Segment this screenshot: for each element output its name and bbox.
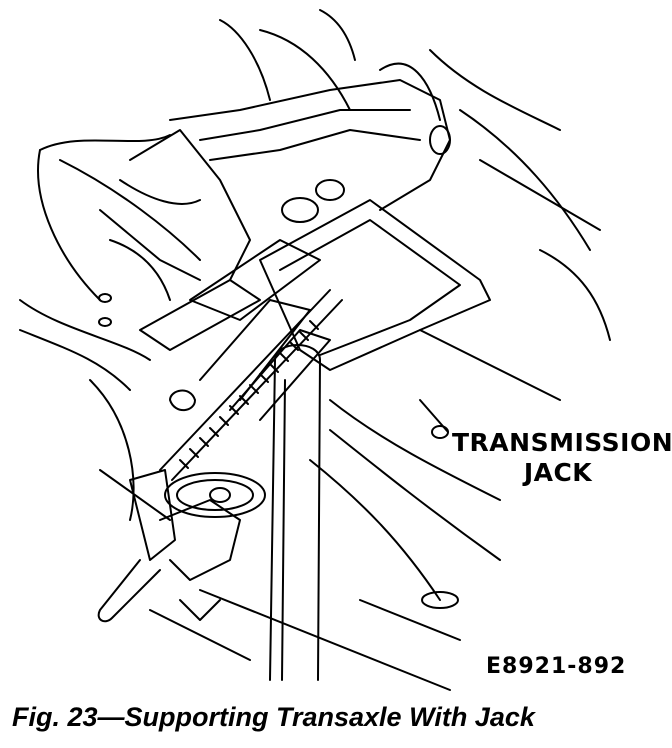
floor-details — [98, 293, 459, 609]
transaxle-housing — [99, 79, 451, 301]
callout-line-2: JACK — [523, 458, 593, 487]
transmission-jack-label: TRANSMISSION JACK — [452, 428, 672, 488]
jack-handle — [97, 469, 241, 623]
callout-leader-line — [419, 399, 449, 433]
jack-column — [269, 344, 321, 681]
jack-base-disk — [164, 472, 266, 518]
callout-line-1: TRANSMISSION — [452, 428, 672, 457]
figure-id: E8921-892 — [486, 654, 627, 679]
jack-adapter-frame — [139, 199, 491, 421]
jack-screw-rod — [159, 289, 343, 481]
figure-caption: Fig. 23—Supporting Transaxle With Jack — [12, 702, 535, 732]
vehicle-underbody — [19, 9, 611, 691]
